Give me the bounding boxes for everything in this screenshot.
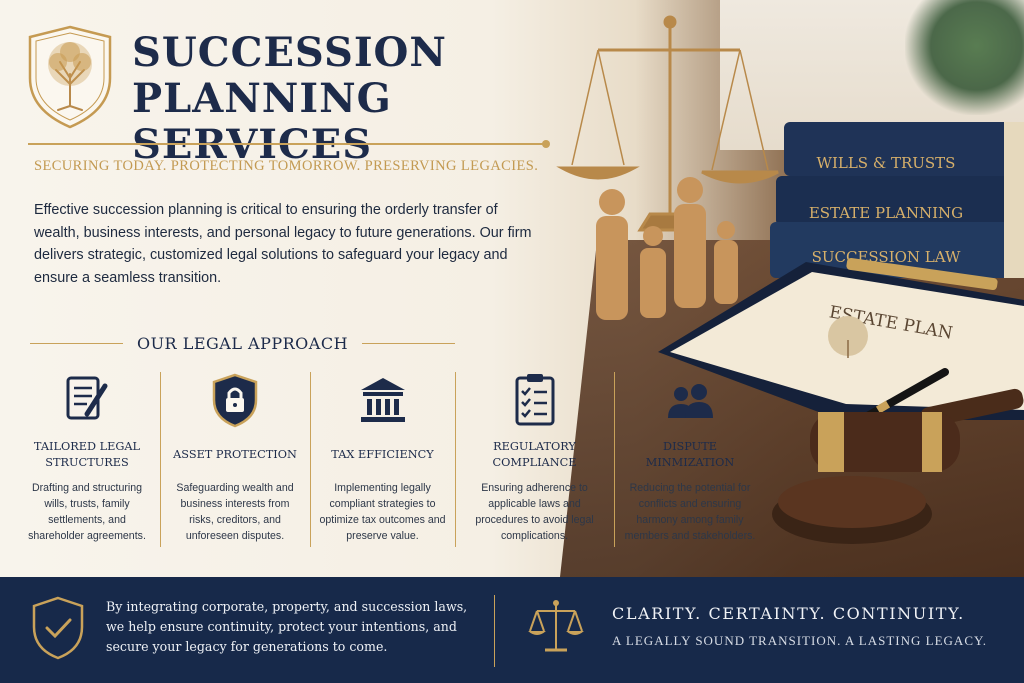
plant-decoration xyxy=(905,0,1024,115)
law-books: WILLS & TRUSTS ESTATE PLANNING SUCCESSIO… xyxy=(770,122,1024,278)
card-description: Safeguarding wealth and business interes… xyxy=(176,482,294,542)
card-title: ASSET PROTECTION xyxy=(173,448,297,461)
intro-paragraph: Effective succession planning is critica… xyxy=(34,202,532,286)
footer-divider xyxy=(494,595,495,667)
family-figures xyxy=(596,177,738,320)
people-group-icon xyxy=(668,384,713,418)
approach-heading-label: OUR LEGAL APPROACH xyxy=(136,333,349,353)
gavel-icon xyxy=(772,388,1024,544)
card-description: Drafting and structuring wills, trusts, … xyxy=(28,482,146,542)
title-divider xyxy=(28,140,550,148)
heading-rule-right xyxy=(362,342,455,344)
approach-card-asset-protection: ASSET PROTECTION Safeguarding wealth and… xyxy=(160,372,310,552)
card-title: REGULATORY COMPLIANCE xyxy=(492,440,577,469)
scales-icon xyxy=(528,600,584,652)
card-description: Reducing the potential for conflicts and… xyxy=(624,482,756,542)
bank-building-icon xyxy=(360,378,405,422)
book-spine-estate-planning: ESTATE PLANNING xyxy=(809,204,963,222)
scales-of-justice-icon xyxy=(556,15,779,232)
card-title: TAX EFFICIENCY xyxy=(331,448,434,461)
tree-crest-logo xyxy=(28,25,112,129)
card-title: TAILORED LEGAL STRUCTURES xyxy=(33,440,141,469)
book-spine-wills-trusts: WILLS & TRUSTS xyxy=(817,154,956,172)
card-description: Implementing legally compliant strategie… xyxy=(319,482,446,542)
footer-submotto: A LEGALLY SOUND TRANSITION. A LASTING LE… xyxy=(612,633,987,648)
footer-motto: CLARITY. CERTAINTY. CONTINUITY. xyxy=(612,604,965,623)
approach-card-regulatory-compliance: REGULATORY COMPLIANCE Ensuring adherence… xyxy=(455,372,614,552)
approach-heading: OUR LEGAL APPROACH xyxy=(30,333,455,353)
tree-emblem-icon xyxy=(828,316,868,358)
legal-illustration: WILLS & TRUSTS ESTATE PLANNING SUCCESSIO… xyxy=(556,15,1024,544)
footer-banner: By integrating corporate, property, and … xyxy=(0,577,1024,683)
approach-card-legal-structures: TAILORED LEGAL STRUCTURES Drafting and s… xyxy=(14,372,160,552)
shield-lock-icon xyxy=(212,373,258,428)
card-title: DISPUTE MINMIZATION xyxy=(645,440,735,469)
document-pen-icon xyxy=(66,376,108,420)
card-description: Ensuring adherence to applicable laws an… xyxy=(475,482,594,542)
approach-cards: TAILORED LEGAL STRUCTURES Drafting and s… xyxy=(14,372,766,552)
footer-message: By integrating corporate, property, and … xyxy=(106,599,468,654)
approach-card-dispute-minimization: DISPUTE MINMIZATION Reducing the potenti… xyxy=(614,372,766,552)
heading-rule-left xyxy=(30,342,123,344)
page-title: SUCCESSION PLANNING SERVICES xyxy=(132,29,447,168)
estate-plan-clipboard: ESTATE PLAN xyxy=(658,257,1024,422)
tagline: SECURING TODAY. PROTECTING TOMORROW. PRE… xyxy=(34,158,539,174)
shield-check-icon xyxy=(32,596,84,660)
approach-card-tax-efficiency: TAX EFFICIENCY Implementing legally comp… xyxy=(310,372,455,552)
checklist-clipboard-icon xyxy=(515,374,554,426)
